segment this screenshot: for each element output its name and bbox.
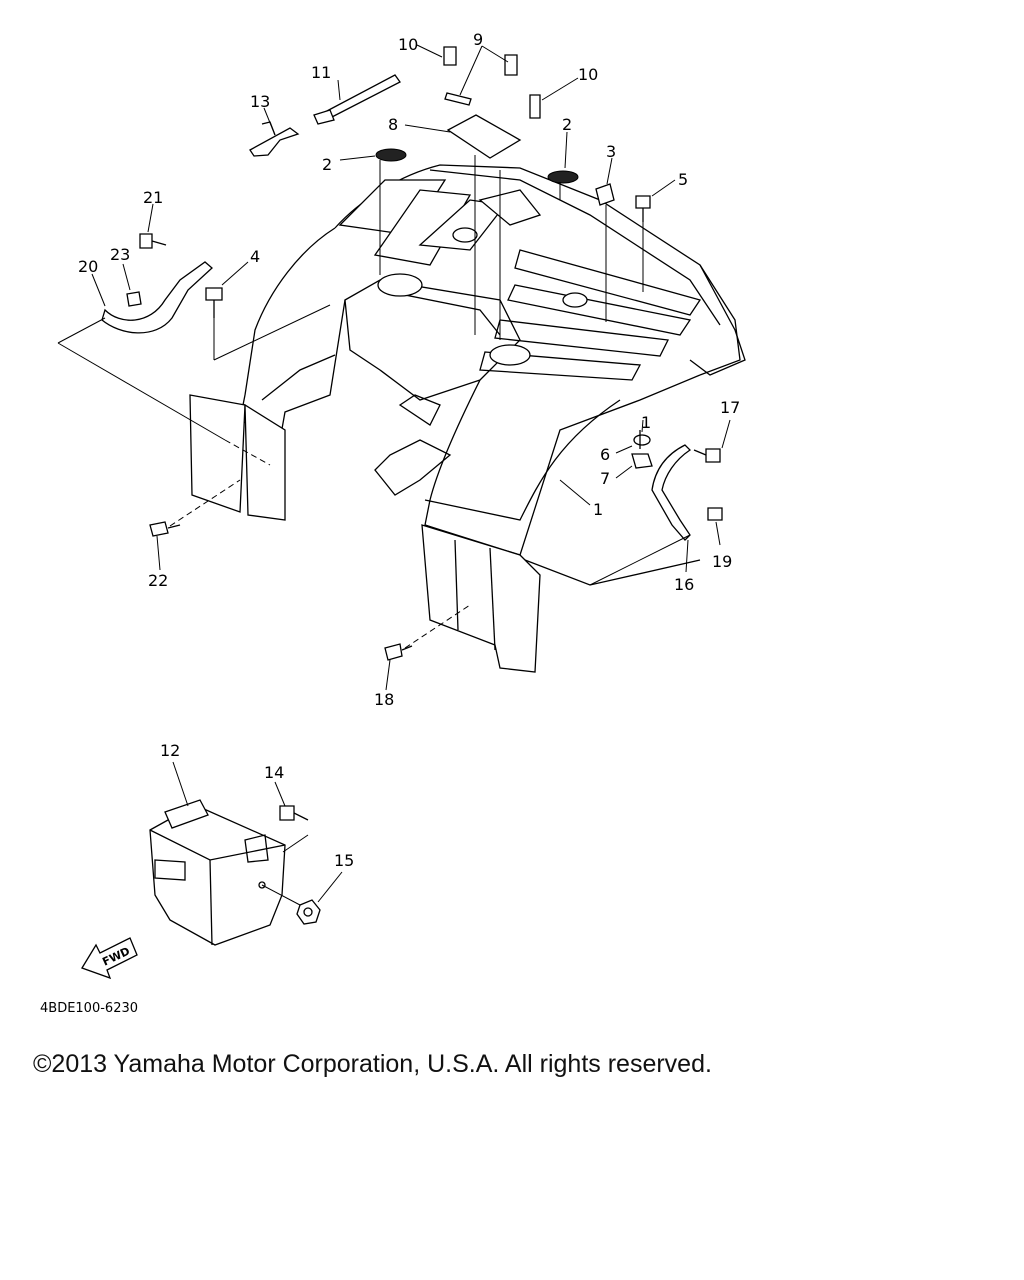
callout-2a: 2 bbox=[322, 155, 332, 174]
callout-6: 6 bbox=[600, 445, 610, 464]
callout-18: 18 bbox=[374, 690, 394, 709]
bolt bbox=[139, 195, 721, 463]
callout-1: 1 bbox=[593, 500, 603, 519]
callout-13: 13 bbox=[250, 92, 270, 111]
callout-14: 14 bbox=[264, 763, 284, 782]
band bbox=[313, 74, 401, 125]
callout-9: 9 bbox=[473, 30, 483, 49]
grommet bbox=[595, 183, 615, 206]
callout-19: 19 bbox=[712, 552, 732, 571]
copyright-notice: ©2013 Yamaha Motor Corporation, U.S.A. A… bbox=[33, 1050, 712, 1078]
screw bbox=[149, 521, 413, 661]
diagram-code: 4BDE100-6230 bbox=[40, 1001, 138, 1016]
callout-22: 22 bbox=[148, 571, 168, 590]
callout-10b: 10 bbox=[578, 65, 598, 84]
box-bolt bbox=[279, 805, 309, 821]
leader-lines bbox=[57, 44, 731, 906]
callout-11: 11 bbox=[311, 63, 331, 82]
callout-3: 3 bbox=[606, 142, 616, 161]
callout-7: 7 bbox=[600, 469, 610, 488]
callout-5: 5 bbox=[678, 170, 688, 189]
washer-nut bbox=[126, 291, 723, 521]
callout-23: 23 bbox=[110, 245, 130, 264]
rubber-cap bbox=[375, 148, 579, 184]
callout-12: 12 bbox=[160, 741, 180, 760]
callout-1b: 1 bbox=[641, 413, 651, 432]
callout-21: 21 bbox=[143, 188, 163, 207]
part-callouts: 10 9 10 11 13 8 2 2 3 5 21 4 23 20 1 17 … bbox=[78, 30, 740, 870]
callout-20: 20 bbox=[78, 257, 98, 276]
forward-direction-arrow-icon: FWD bbox=[81, 937, 138, 980]
box-nut bbox=[296, 899, 321, 925]
tool-box bbox=[149, 799, 286, 946]
rear-fender bbox=[189, 164, 746, 673]
stay-bracket bbox=[101, 261, 692, 541]
callout-17: 17 bbox=[720, 398, 740, 417]
pad-and-tape bbox=[443, 46, 541, 159]
holder-clip bbox=[249, 121, 300, 157]
callout-4: 4 bbox=[250, 247, 260, 266]
callout-10a: 10 bbox=[398, 35, 418, 54]
callout-2b: 2 bbox=[562, 115, 572, 134]
callout-15: 15 bbox=[334, 851, 354, 870]
callout-8: 8 bbox=[388, 115, 398, 134]
callout-16: 16 bbox=[674, 575, 694, 594]
